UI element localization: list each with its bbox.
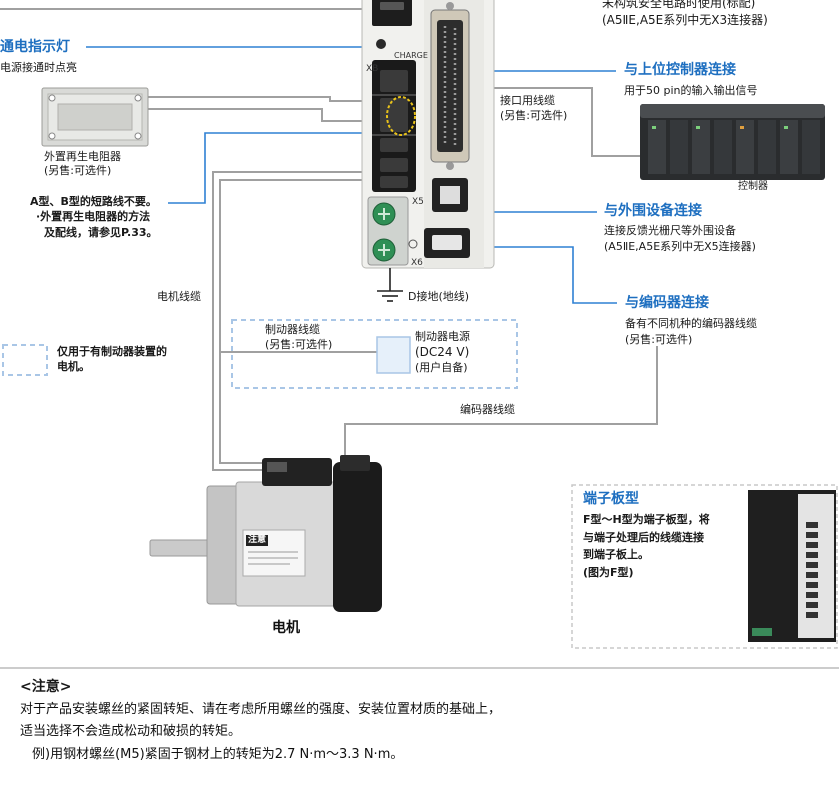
terminal-block-line2: 与端子处理后的线缆连接 xyxy=(583,531,704,544)
short-wire-note-line3: 及配线，请参见P.33。 xyxy=(44,226,158,239)
motor-cable-inner xyxy=(219,179,372,464)
resistor-wire-2 xyxy=(148,108,386,122)
short-wire-note-line2: ·外置再生电阻器的方法 xyxy=(36,210,151,223)
brake-option-box xyxy=(231,319,518,389)
encoder-note: (另售:可选件) xyxy=(625,333,693,346)
motor-cable-outer xyxy=(212,171,372,471)
interface-cable-name: 接口用线缆 xyxy=(500,94,555,107)
terminal-block-line1: F型～H型为端子板型，将 xyxy=(583,513,710,526)
brake-legend-line1: 仅用于有制动器装置的 xyxy=(57,345,167,358)
controller-image xyxy=(640,104,825,180)
host-controller-title: 与上位控制器连接 xyxy=(624,62,736,78)
motor-caution-sticker: 注意 xyxy=(246,535,269,546)
peripheral-title: 与外围设备连接 xyxy=(604,203,702,219)
charge-led-icon xyxy=(376,39,386,49)
terminal-block-line4: (图为F型) xyxy=(583,566,634,579)
motor-label: 电机 xyxy=(272,620,300,636)
interface-cable-note: (另售:可选件) xyxy=(500,109,568,122)
interface-cable-line xyxy=(470,87,640,157)
encoder-desc: 备有不同机种的编码器线缆 xyxy=(625,317,757,330)
brake-legend-line2: 电机。 xyxy=(57,360,90,373)
short-wire-highlight xyxy=(386,96,416,136)
xb-label: XB xyxy=(366,64,379,74)
top-note-line2: (A5ⅡE,A5E系列中无X3连接器) xyxy=(602,13,768,27)
short-wire-leader xyxy=(168,132,386,204)
brake-power-name: 制动器电源 xyxy=(415,330,470,343)
encoder-cable-label: 编码器线缆 xyxy=(460,403,515,416)
brake-legend-box xyxy=(2,344,48,376)
brake-cable-note: (另售:可选件) xyxy=(265,338,333,351)
brake-power-box xyxy=(376,336,411,374)
charge-indicator-title: 通电指示灯 xyxy=(0,39,70,55)
top-note-line1: 未构筑安全电路时使用(标配) xyxy=(602,0,756,10)
short-wire-note-line1: A型、B型的短路线不要。 xyxy=(30,195,157,208)
resistor-wire-1 xyxy=(148,96,386,102)
encoder-cable-line xyxy=(344,346,658,458)
terminal-block-line3: 到端子板上。 xyxy=(583,548,649,561)
encoder-title: 与编码器连接 xyxy=(625,295,709,311)
ground-label: D接地(地线) xyxy=(408,290,470,303)
regen-resistor-note: (另售:可选件) xyxy=(44,164,112,177)
ground-symbol-icon xyxy=(377,268,403,302)
brake-power-voltage: (DC24 V) xyxy=(415,345,470,359)
motor-cable-label: 电机线缆 xyxy=(157,290,201,303)
servo-drive xyxy=(361,0,495,269)
peripheral-desc: 连接反馈光栅尺等外围设备 xyxy=(604,224,736,237)
terminal-board-image xyxy=(748,490,836,642)
terminal-block-box xyxy=(571,484,838,649)
charge-indicator-desc: 电源接通时点亮 xyxy=(0,61,77,74)
caution-line1: 对于产品安装螺丝的紧固转矩、请在考虑所用螺丝的强度、安装位置材质的基础上， xyxy=(20,702,502,717)
caution-title: <注意> xyxy=(20,679,72,695)
peripheral-note: (A5ⅡE,A5E系列中无X5连接器) xyxy=(604,240,756,253)
charge-label: CHARGE xyxy=(394,51,428,60)
caution-line3: 例)用钢材螺丝(M5)紧固于钢材上的转矩为2.7 N·m～3.3 N·m。 xyxy=(32,747,404,762)
encoder-leader xyxy=(470,246,617,304)
terminal-block-title: 端子板型 xyxy=(583,491,639,507)
regen-resistor-name: 外置再生电阻器 xyxy=(44,150,121,163)
brake-cable-name: 制动器线缆 xyxy=(265,323,320,336)
regen-resistor-image xyxy=(41,87,149,147)
host-controller-desc: 用于50 pin的输入输出信号 xyxy=(624,84,758,97)
ground-screw-icon xyxy=(408,239,418,249)
controller-label: 控制器 xyxy=(738,181,768,192)
caution-line2: 适当选择不会造成松动和破损的转矩。 xyxy=(20,724,242,739)
motor-image xyxy=(149,455,382,612)
brake-power-note: (用户自备) xyxy=(415,361,468,374)
x6-label: X6 xyxy=(411,258,423,268)
x5-label: X5 xyxy=(412,197,424,207)
